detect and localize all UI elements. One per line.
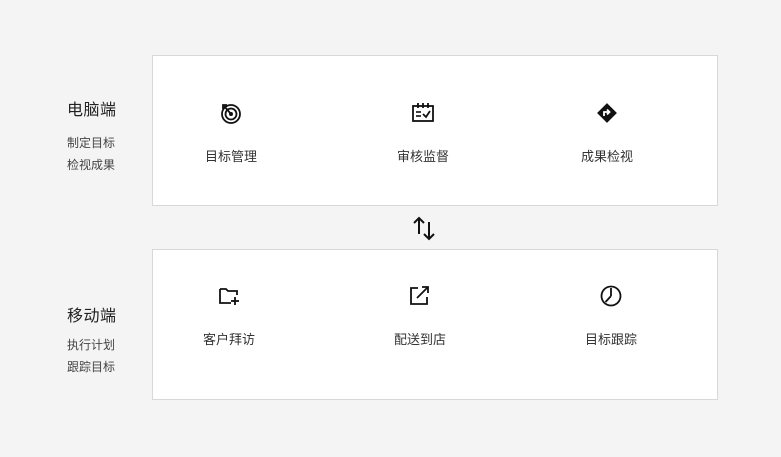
mobile-subtitle-2: 跟踪目标 bbox=[67, 360, 116, 374]
direction-sign-icon bbox=[597, 103, 617, 123]
desktop-subtitle-1: 制定目标 bbox=[67, 136, 116, 150]
feature-label: 客户拜访 bbox=[202, 333, 255, 348]
desktop-side-panel: 电脑端 制定目标 检视成果 bbox=[67, 96, 117, 176]
feature-label: 审核监督 bbox=[396, 150, 449, 165]
swap-arrows-icon bbox=[413, 216, 435, 241]
feature-label: 目标管理 bbox=[204, 150, 257, 165]
mobile-subtitle-1: 执行计划 bbox=[67, 338, 116, 352]
feature-target-management[interactable]: 目标管理 bbox=[161, 100, 301, 165]
mobile-side-panel: 移动端 执行计划 跟踪目标 bbox=[67, 302, 117, 378]
feature-review-supervision[interactable]: 审核监督 bbox=[353, 100, 493, 165]
feature-label: 配送到店 bbox=[393, 333, 446, 348]
clock-icon bbox=[600, 285, 622, 307]
calendar-check-icon bbox=[412, 103, 434, 122]
desktop-card: 目标管理 审核监督 成果检视 bbox=[152, 55, 718, 206]
target-icon bbox=[221, 104, 241, 124]
feature-results-review[interactable]: 成果检视 bbox=[537, 100, 677, 165]
feature-target-tracking[interactable]: 目标跟踪 bbox=[541, 283, 681, 348]
desktop-subtitle-2: 检视成果 bbox=[67, 158, 116, 172]
feature-delivery-to-store[interactable]: 配送到店 bbox=[350, 283, 490, 348]
folder-add-icon bbox=[219, 288, 239, 305]
feature-label: 目标跟踪 bbox=[584, 333, 637, 348]
feature-customer-visit[interactable]: 客户拜访 bbox=[159, 283, 299, 348]
mobile-title: 移动端 bbox=[67, 306, 117, 325]
feature-label: 成果检视 bbox=[580, 150, 633, 165]
external-link-icon bbox=[410, 286, 429, 305]
mobile-card: 客户拜访 配送到店 目标跟踪 bbox=[152, 249, 718, 400]
desktop-title: 电脑端 bbox=[67, 100, 117, 119]
